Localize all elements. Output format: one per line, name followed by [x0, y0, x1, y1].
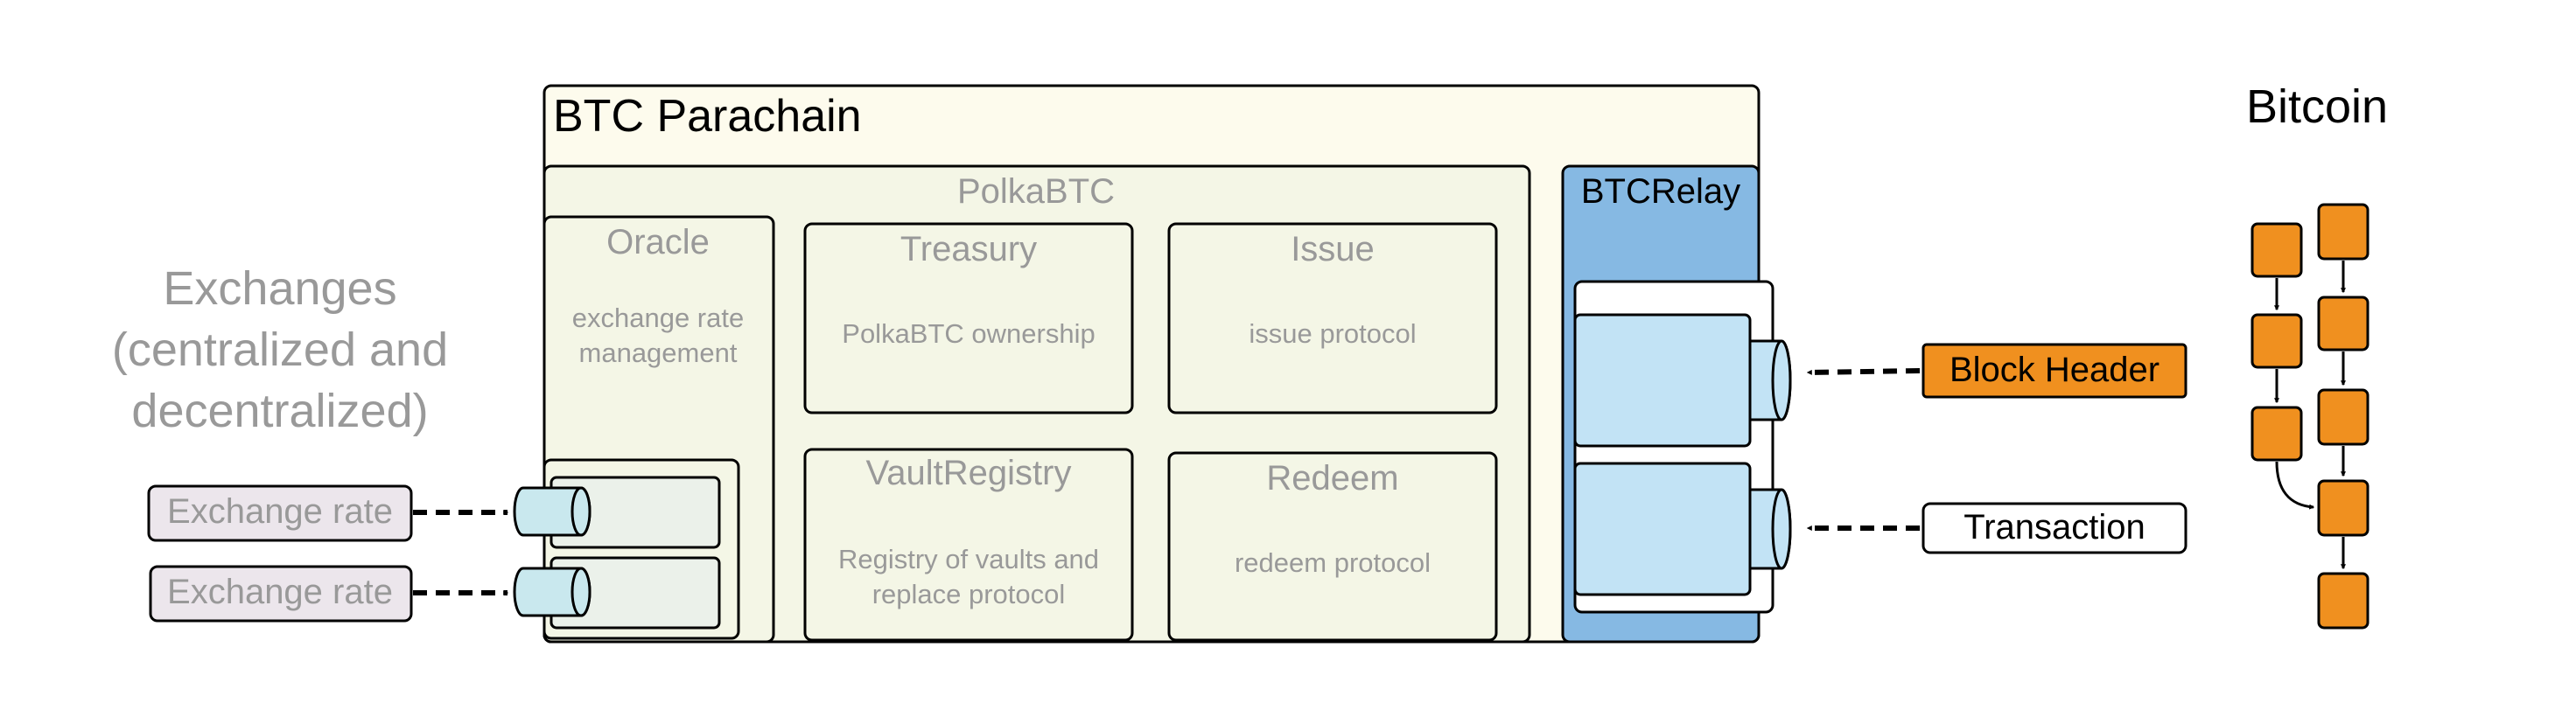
redeem-module: [1167, 451, 1498, 642]
btc-block-left-3: [2250, 406, 2303, 462]
blockchain-diagram: [2250, 203, 2370, 630]
redeem-title: Redeem: [1266, 459, 1398, 498]
btc-block-main-3: [2317, 388, 2370, 446]
exchange-rate-box-2: [149, 565, 413, 623]
vault-registry-title: VaultRegistry: [866, 454, 1072, 492]
exchanges-label-line1: Exchanges: [163, 262, 396, 315]
bitcoin-title: Bitcoin: [2246, 80, 2388, 133]
btcrelay-port-block-header: [1573, 313, 1752, 448]
btcrelay-title: BTCRelay: [1581, 172, 1740, 211]
issue-module: [1167, 222, 1498, 414]
btc-block-main-1: [2317, 203, 2370, 261]
btc-block-left-2: [2250, 313, 2303, 369]
exchanges-label-line3: decentralized): [131, 385, 428, 437]
btc-fork-arrow: [2275, 461, 2315, 510]
btc-block-main-2: [2317, 296, 2370, 352]
oracle-cylinder-2: [513, 567, 592, 617]
treasury-desc: PolkaBTC ownership: [842, 318, 1095, 349]
vault-registry-desc-line2: replace protocol: [872, 579, 1066, 609]
btc-block-main-5: [2317, 572, 2370, 630]
block-header-label: Block Header: [1950, 351, 2160, 389]
block-header-arrow: [1806, 368, 1921, 375]
issue-desc: issue protocol: [1249, 318, 1416, 349]
exchange-rate-label-2: Exchange rate: [167, 573, 393, 611]
treasury-module: [803, 222, 1134, 414]
btcrelay-cylinder-2: [1748, 488, 1792, 570]
parachain-title: BTC Parachain: [553, 91, 862, 142]
transaction-label: Transaction: [1964, 508, 2146, 546]
exchange-rate-box-1: [147, 484, 413, 542]
redeem-desc: redeem protocol: [1235, 547, 1431, 578]
transaction-box: [1922, 502, 2188, 554]
block-header-box: [1922, 343, 2188, 399]
oracle-desc-line2: management: [579, 338, 738, 368]
vault-registry-desc-line1: Registry of vaults and: [838, 544, 1099, 574]
issue-title: Issue: [1291, 230, 1375, 268]
polkabtc-title: PolkaBTC: [957, 172, 1115, 211]
oracle-title: Oracle: [606, 223, 710, 261]
exchanges-label-line2: (centralized and: [112, 324, 448, 376]
oracle-desc-line1: exchange rate: [572, 303, 744, 333]
btcrelay-port-transaction: [1573, 462, 1752, 596]
vault-registry-module: [803, 448, 1134, 642]
treasury-title: Treasury: [900, 230, 1037, 268]
btc-block-main-4: [2317, 479, 2370, 537]
exchange-rate-label-1: Exchange rate: [167, 492, 393, 531]
btc-block-left-1: [2250, 222, 2303, 278]
btcrelay-cylinder-1: [1748, 339, 1792, 421]
oracle-cylinder-1: [513, 486, 592, 537]
